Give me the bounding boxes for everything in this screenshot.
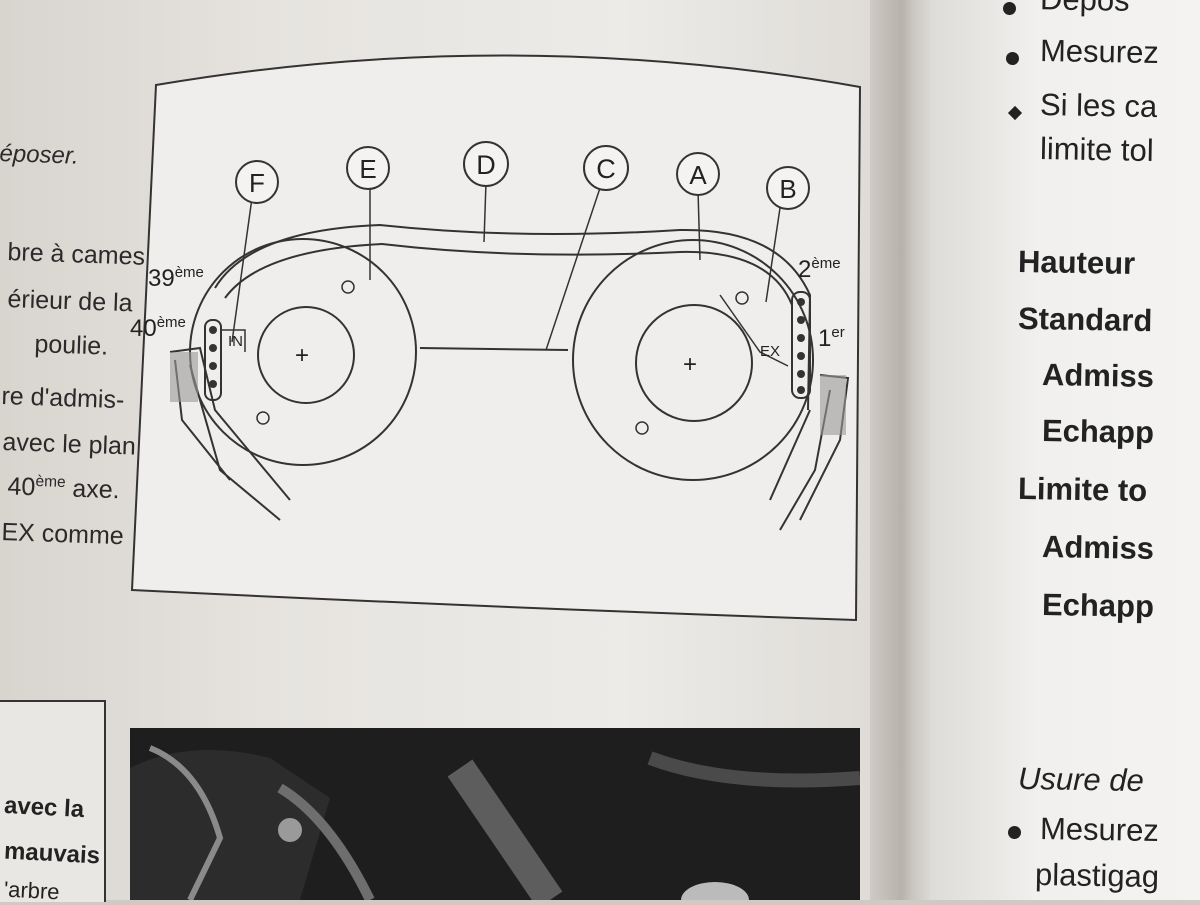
callout-circle-e: [346, 146, 390, 190]
center-mark: +: [295, 342, 309, 369]
timing-chain-outer: [214, 223, 812, 411]
right-text-line: Dépos: [1040, 0, 1130, 19]
left-text-line: avec le plan: [2, 428, 137, 461]
bullet-dot: [1006, 52, 1019, 65]
pin-label-1-num: 1: [818, 325, 831, 352]
callout-letter-a: A: [689, 160, 707, 190]
right-page: [930, 0, 1200, 900]
exhaust-head-hatch: [820, 375, 846, 435]
pin-label-2-num: 2: [798, 256, 811, 283]
note-line: avec la: [3, 791, 85, 824]
photo-edge: [447, 759, 563, 900]
spec-standard: Standard: [1017, 300, 1153, 339]
exhaust-camshaft-hub: [635, 304, 753, 422]
exhaust-chain-pins: [791, 291, 811, 399]
note-line: mauvais: [3, 837, 101, 870]
book-gutter: [870, 0, 940, 900]
photo-bolt: [278, 818, 302, 842]
intake-mark-bracket: [222, 329, 246, 352]
right-text-line: Mesurez: [1039, 810, 1160, 849]
pin-label-39-num: 39: [148, 265, 175, 292]
callout-circle-b: [766, 166, 810, 210]
pin-label-39: 39ème: [148, 264, 204, 292]
right-text-line: Mesurez: [1039, 32, 1160, 71]
exhaust-sprocket: [572, 239, 814, 481]
callout-circle-a: [676, 152, 720, 196]
timing-chain-inner: [224, 242, 793, 306]
sprocket-hole: [735, 291, 749, 305]
intake-label: IN: [228, 333, 243, 350]
bullet-dot: [1003, 2, 1016, 15]
sprocket-hole: [635, 421, 649, 435]
leader-d: [483, 181, 487, 243]
callout-circle-f: [235, 160, 279, 204]
callout-circle-d: [463, 141, 509, 187]
pin-label-40-sup: ème: [157, 314, 186, 331]
chain-lower-run: [419, 347, 569, 351]
photo-shape: [130, 750, 330, 900]
callout-letter-e: E: [359, 154, 376, 184]
left-text-line: re d'admis-: [1, 382, 125, 415]
callout-letter-f: F: [249, 168, 265, 198]
spec-limit-exhaust: Echapp: [1041, 587, 1155, 624]
photo-edge: [277, 783, 375, 900]
sprocket-hole: [256, 411, 270, 425]
leader-c: [545, 187, 601, 351]
camshaft-timing-diagram: + + IN EX F E D C A: [130, 54, 862, 622]
pin-label-2: 2ème: [798, 255, 841, 283]
leader-b: [765, 207, 781, 303]
pin-label-40: 40ème: [130, 314, 186, 342]
left-text-line: érieur de la: [7, 285, 134, 318]
intake-head-hatch: [170, 352, 198, 402]
intake-camshaft-hub: [257, 306, 355, 404]
center-mark: +: [683, 351, 697, 378]
spec-standard-intake: Admiss: [1041, 357, 1155, 394]
photo-edge: [647, 751, 860, 788]
left-text-line: époser.: [0, 140, 80, 170]
leader-a: [697, 189, 701, 261]
right-text-line: Si les ca: [1039, 86, 1158, 125]
engine-photo-art: [130, 745, 860, 900]
pin-label-1: 1er: [818, 324, 845, 352]
exhaust-mark-bracket: [719, 294, 789, 367]
bottom-left-note-box: avec la mauvais 'arbre: [0, 700, 106, 905]
leader-f: [231, 197, 253, 343]
left-text-rest: axe.: [64, 474, 121, 505]
callout-letter-c: C: [596, 154, 616, 184]
right-text-line: plastigag: [1034, 856, 1160, 895]
engine-photo: [130, 728, 860, 900]
callout-letter-d: D: [476, 150, 496, 180]
pin-label-40-num: 40: [130, 315, 157, 342]
sprocket-hole: [341, 280, 355, 294]
photo-highlight: [681, 882, 749, 900]
pin-label-1-sup: er: [831, 324, 844, 341]
left-text-sup: ème: [35, 472, 66, 492]
bullet-dot: [1008, 826, 1021, 839]
photo-edge: [148, 745, 224, 900]
left-text-line: EX comme: [1, 518, 125, 551]
exhaust-label: EX: [760, 343, 780, 360]
callout-circle-c: [583, 145, 629, 191]
spec-limit-intake: Admiss: [1041, 529, 1155, 566]
callout-letter-b: B: [779, 174, 796, 204]
section-heading: Usure de: [1017, 760, 1145, 799]
left-text-line: poulie.: [34, 330, 109, 361]
pin-label-39-sup: ème: [175, 264, 204, 281]
spec-standard-exhaust: Echapp: [1041, 413, 1155, 450]
spec-heading: Hauteur: [1017, 243, 1136, 282]
note-line: 'arbre: [3, 876, 61, 905]
left-text-num: 40: [7, 472, 36, 502]
spec-limit: Limite to: [1017, 470, 1148, 509]
right-text-line: limite tol: [1039, 131, 1155, 168]
pin-label-2-sup: ème: [811, 255, 840, 272]
left-text-line: 40ème axe.: [7, 472, 120, 505]
